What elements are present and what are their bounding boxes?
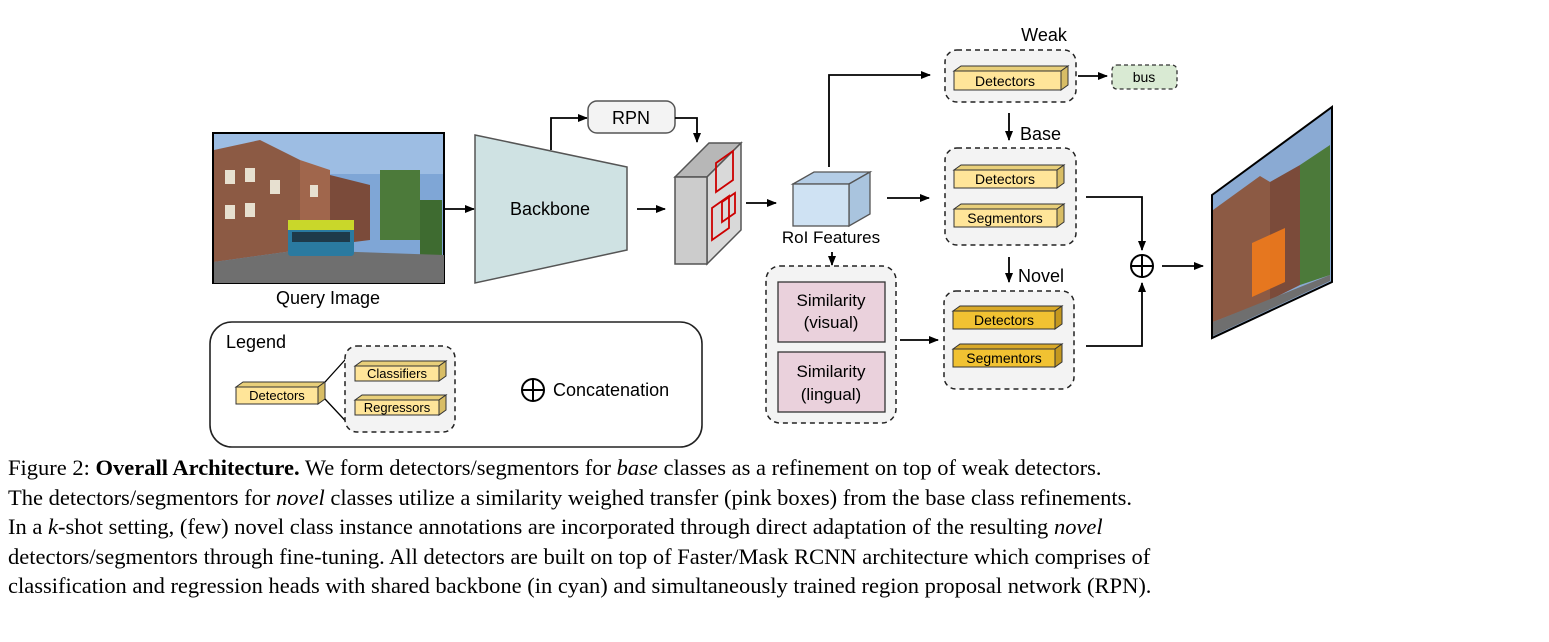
caption-line: In a k-shot setting, (few) novel class i… — [8, 512, 1544, 542]
roi-features-label: RoI Features — [782, 228, 880, 247]
query-image — [212, 132, 445, 284]
caption-emphasis: novel — [276, 484, 325, 510]
base-detectors-label: Detectors — [975, 171, 1035, 187]
similarity-lingual-label: Similarity — [797, 362, 866, 381]
proposal-box — [715, 149, 734, 194]
bus-label: bus — [1133, 69, 1156, 85]
caption-text: In a — [8, 514, 48, 540]
legend-box — [209, 321, 703, 448]
similarity-visual-sublabel: (visual) — [804, 313, 859, 332]
caption-text: -shot setting, (few) novel class instanc… — [57, 514, 1054, 540]
base-segmentors-label: Segmentors — [967, 210, 1042, 226]
caption-line: detectors/segmentors through fine-tuning… — [8, 543, 1151, 569]
arrow-backbone-to-rpn — [550, 114, 588, 150]
legend-concat-symbol — [521, 378, 545, 402]
similarity-lingual-sublabel: (lingual) — [801, 385, 861, 404]
caption-line: The detectors/segmentors for novel class… — [8, 483, 1544, 513]
caption-line: classification and regression heads with… — [8, 573, 1152, 599]
output-image — [1211, 105, 1333, 340]
novel-label: Novel — [1018, 266, 1064, 286]
novel-detectors-block — [951, 305, 1064, 330]
feature-map-block — [673, 141, 743, 266]
caption-emphasis: base — [616, 455, 658, 480]
base-label: Base — [1020, 124, 1061, 144]
novel-segmentors-block — [951, 343, 1064, 368]
caption-text: The detectors/segmentors for — [8, 484, 277, 510]
concat-symbol — [1130, 254, 1154, 278]
caption-text: classes utilize a similarity weighed tra… — [324, 484, 1133, 510]
segmentation-mask — [1252, 228, 1285, 297]
similarity-lingual-block — [777, 351, 886, 413]
rpn-block — [587, 100, 676, 134]
caption-text: We form detectors/segmentors for — [299, 455, 617, 480]
legend-detectors-block — [234, 381, 327, 405]
similarity-visual-label: Similarity — [797, 291, 866, 310]
figure-caption: Figure 2: Overall Architecture. We form … — [8, 453, 1544, 601]
base-segmentors-block — [952, 203, 1066, 228]
base-group — [944, 147, 1077, 246]
proposal-box — [721, 191, 736, 224]
arrow-roi-to-weak — [828, 71, 931, 167]
backbone-block — [474, 134, 628, 284]
novel-segmentors-label: Segmentors — [966, 350, 1041, 366]
legend-detectors-label: Detectors — [249, 388, 305, 403]
backbone-label: Backbone — [510, 199, 590, 219]
base-detectors-block — [952, 164, 1066, 189]
legend-regressors-label: Regressors — [364, 400, 431, 415]
legend-group — [344, 345, 456, 433]
weak-label: Weak — [1021, 25, 1068, 45]
legend-title: Legend — [226, 332, 286, 352]
weak-detectors-block — [952, 65, 1070, 91]
legend-regressors-block — [353, 394, 448, 416]
arrow-base-to-concat — [1086, 196, 1146, 251]
caption-math: k — [47, 514, 58, 540]
legend-classifiers-block — [353, 360, 448, 382]
roi-features-block — [790, 170, 873, 228]
architecture-diagram: Query Image Backbone RPN RoI Features We… — [209, 25, 1333, 448]
caption-line: Figure 2: Overall Architecture. We form … — [8, 453, 1544, 483]
arrow-rpn-to-features — [675, 117, 701, 143]
caption-figure-number: Figure 2: — [8, 455, 96, 480]
caption-text: classes as a refinement on top of weak d… — [657, 455, 1102, 480]
legend-concatenation-label: Concatenation — [553, 380, 669, 400]
similarity-visual-block — [777, 281, 886, 343]
rpn-label: RPN — [612, 108, 650, 128]
query-image-label: Query Image — [276, 288, 380, 308]
weak-detectors-label: Detectors — [975, 73, 1035, 89]
bus-output — [1111, 64, 1178, 90]
arrow-novel-to-concat — [1086, 282, 1146, 347]
novel-detectors-label: Detectors — [974, 312, 1034, 328]
caption-title: Overall Architecture. — [95, 455, 300, 480]
caption-emphasis: novel — [1053, 514, 1103, 540]
legend-classifiers-label: Classifiers — [367, 366, 427, 381]
